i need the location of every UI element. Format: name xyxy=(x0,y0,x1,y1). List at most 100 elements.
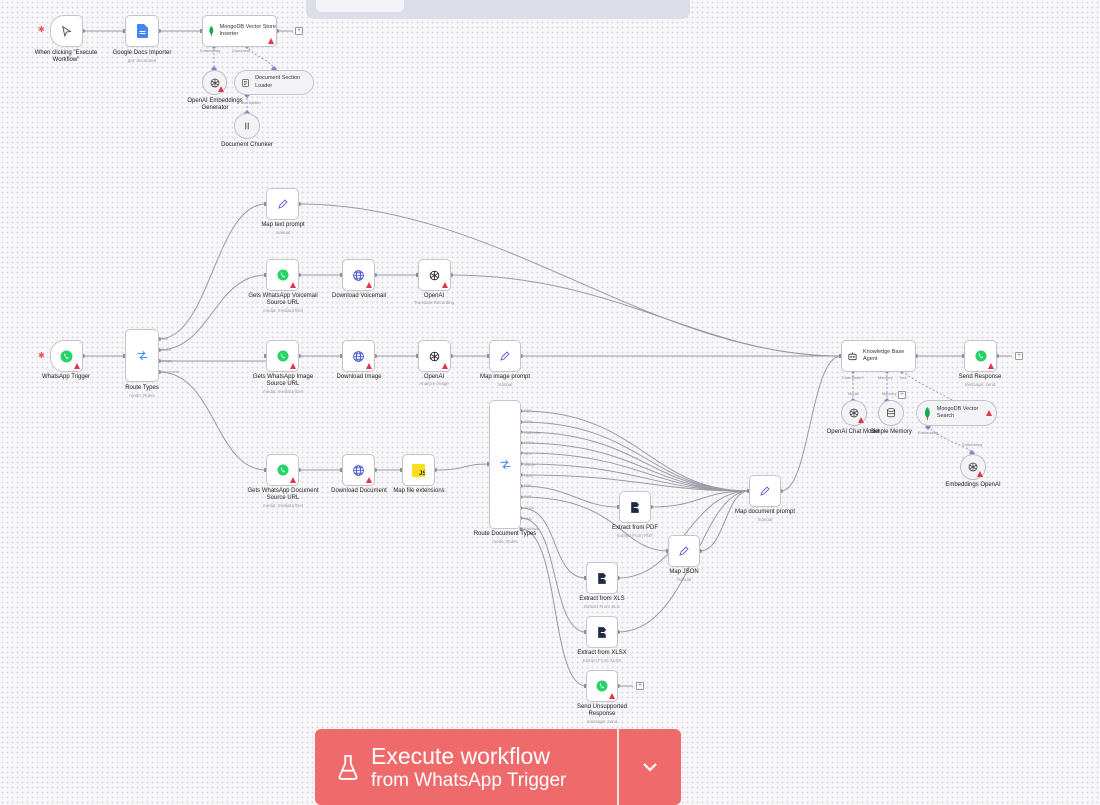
warning-icon xyxy=(290,282,296,288)
download-document-node[interactable] xyxy=(342,454,375,486)
map-text-prompt-label: Map text prompt xyxy=(261,222,305,228)
warning-icon xyxy=(290,363,296,369)
download-image-node[interactable] xyxy=(342,340,375,372)
warning-icon xyxy=(986,410,992,416)
document-url-node[interactable] xyxy=(266,454,299,486)
edit-pencil-icon xyxy=(760,486,770,496)
google-docs-label: Google Docs Importer xyxy=(112,50,172,56)
edit-pencil-icon xyxy=(500,351,510,361)
send-response-label: Send Response xyxy=(958,374,1002,380)
route-document-types-subtitle: mode: Rules xyxy=(492,539,518,544)
openai-embeddings-node[interactable] xyxy=(202,70,227,95)
whatsapp-icon xyxy=(277,269,288,281)
send-response-subtitle: message: send xyxy=(964,382,996,387)
route-doc-output: CSV xyxy=(524,418,533,424)
route-doc-output: XLS xyxy=(524,451,532,456)
route-doc-output: Fallback xyxy=(524,526,539,532)
extract-pdf-node[interactable] xyxy=(619,491,651,523)
extract-file-icon xyxy=(597,572,608,584)
splitter-icon xyxy=(245,122,249,130)
google-docs-node[interactable] xyxy=(125,15,159,47)
openai-analyze-node[interactable] xyxy=(418,340,451,372)
document-chunker-node[interactable] xyxy=(234,113,260,139)
svg-text:JS: JS xyxy=(419,470,425,476)
add-node-plus-icon[interactable]: + xyxy=(636,682,644,690)
simple-memory-node[interactable] xyxy=(878,400,904,426)
map-json-node[interactable] xyxy=(668,535,700,567)
route-document-types-node[interactable] xyxy=(489,400,521,529)
mongodb-inserter-node[interactable]: MongoDB Vector Store Inserter xyxy=(202,15,277,47)
trigger-bolt-icon: ✱ xyxy=(38,351,45,360)
route-types-subtitle: mode: Rules xyxy=(129,393,155,398)
map-document-prompt-node[interactable] xyxy=(749,475,781,507)
port-embedding-label: Embedding xyxy=(200,48,221,53)
warning-icon xyxy=(268,38,274,44)
route-doc-output: Calendar xyxy=(524,429,541,435)
edit-pencil-icon xyxy=(277,199,288,209)
whatsapp-icon xyxy=(60,350,73,362)
mongodb-vector-search-node[interactable]: MongoDB Vector Search xyxy=(916,400,997,426)
warning-icon xyxy=(74,363,80,369)
warning-icon xyxy=(988,363,994,369)
port-text-splitter-label: Text Splitter xyxy=(240,100,261,105)
knowledge-base-agent-node[interactable]: Knowledge Base Agent xyxy=(841,340,916,372)
knowledge-base-agent-label: Knowledge Base Agent xyxy=(862,348,905,362)
download-voicemail-node[interactable] xyxy=(342,259,375,291)
openai-transcribe-node[interactable] xyxy=(418,259,451,291)
map-image-prompt-node[interactable] xyxy=(489,340,521,372)
warning-icon xyxy=(218,86,224,92)
edge-mapdoc-agent xyxy=(780,355,842,492)
image-url-label: Gets WhatsApp Image Source URL xyxy=(252,374,314,388)
openai-chat-model-node[interactable] xyxy=(841,400,867,426)
manual-trigger-label: When clicking "Execute Workflow" xyxy=(34,50,98,64)
map-image-prompt-label: Map image prompt xyxy=(479,374,531,380)
execute-workflow-button[interactable]: Execute workflow from WhatsApp Trigger xyxy=(315,729,617,805)
route-output-image: Image xyxy=(161,358,173,363)
map-text-prompt-node[interactable] xyxy=(266,188,299,220)
extract-xls-node[interactable] xyxy=(586,562,618,594)
route-doc-output: RTF xyxy=(524,483,532,489)
port-memory-label: Memory xyxy=(878,375,893,380)
openai-analyze-label: OpenAI xyxy=(423,374,445,380)
embeddings-openai-node[interactable] xyxy=(960,454,986,480)
send-response-node[interactable] xyxy=(964,340,997,372)
add-tool-plus-icon[interactable]: + xyxy=(898,391,906,399)
mongodb-vector-search-label: MongoDB Vector Search xyxy=(936,405,979,419)
edit-pencil-icon xyxy=(679,546,689,556)
whatsapp-icon xyxy=(277,350,288,362)
extract-file-icon xyxy=(630,501,641,513)
openai-icon xyxy=(429,270,440,280)
extract-xlsx-node[interactable] xyxy=(586,616,618,648)
whatsapp-trigger-node[interactable] xyxy=(50,340,83,372)
add-node-plus-icon[interactable]: + xyxy=(1015,352,1023,360)
add-node-plus-icon[interactable]: + xyxy=(295,27,303,35)
route-doc-output: TXT xyxy=(524,494,532,499)
extract-xls-label: Extract from XLS xyxy=(579,596,625,602)
warning-icon xyxy=(366,477,372,483)
map-image-prompt-subtitle: manual xyxy=(497,382,513,387)
document-url-label: Gets WhatsApp Document Source URL xyxy=(247,488,319,502)
tab-indicator[interactable] xyxy=(316,0,404,12)
mongodb-leaf-icon xyxy=(209,25,214,37)
image-url-node[interactable] xyxy=(266,340,299,372)
port-document-label: Document xyxy=(232,48,251,53)
download-document-label: Download Document xyxy=(331,488,387,494)
send-unsupported-node[interactable] xyxy=(586,670,618,702)
map-file-extensions-node[interactable]: JS xyxy=(402,454,435,486)
edge-text-agent xyxy=(298,203,842,357)
voicemail-url-node[interactable] xyxy=(266,259,299,291)
route-doc-output: ODS xyxy=(524,472,533,478)
document-loader-node[interactable]: Document Section Loader xyxy=(234,70,314,95)
route-output-document: Document xyxy=(161,369,180,374)
route-doc-output: HTML xyxy=(524,440,535,446)
route-types-node[interactable] xyxy=(125,329,159,382)
mongodb-leaf-icon xyxy=(924,406,930,420)
manual-trigger-node[interactable] xyxy=(50,15,83,47)
http-globe-icon xyxy=(353,269,364,281)
top-panel xyxy=(306,0,690,19)
flask-icon xyxy=(338,755,358,780)
database-memory-icon xyxy=(887,408,895,418)
execute-options-dropdown[interactable] xyxy=(619,729,681,805)
extract-file-icon xyxy=(597,626,608,638)
